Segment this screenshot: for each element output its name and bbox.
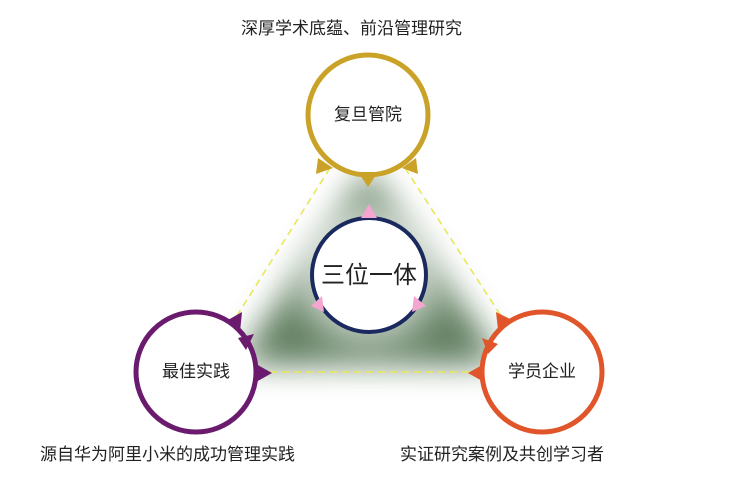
- arrow-right-up: [496, 312, 512, 330]
- inner-arrow-right: [412, 296, 426, 312]
- arrow-top-right: [402, 158, 418, 174]
- node-center: [310, 204, 428, 334]
- label-best-practice: 最佳实践: [162, 362, 230, 382]
- node-fudan: [305, 52, 431, 187]
- arrow-left-right: [256, 364, 272, 382]
- inner-arrow-left: [311, 296, 324, 312]
- caption-top: 深厚学术底蕴、前沿管理研究: [241, 19, 462, 39]
- dashed-edges: [232, 167, 506, 373]
- edge-top-right: [404, 167, 506, 323]
- inner-arrow-top: [361, 204, 377, 218]
- label-student-enterprise: 学员企业: [508, 362, 576, 382]
- arrow-left-mid: [238, 334, 254, 350]
- arrow-right-left: [468, 364, 484, 382]
- node-student-enterprise: [468, 309, 605, 435]
- caption-bottom-right: 实证研究案例及共创学习者: [400, 445, 604, 465]
- arrow-left-up: [228, 312, 242, 332]
- arrow-right-mid: [482, 338, 498, 354]
- label-fudan: 复旦管院: [334, 105, 402, 125]
- caption-bottom-left: 源自华为阿里小米的成功管理实践: [40, 445, 295, 465]
- arrow-top-down: [358, 172, 378, 187]
- node-best-practice: [133, 309, 272, 435]
- arrow-top-left: [316, 158, 333, 174]
- label-center: 三位一体: [321, 261, 417, 289]
- edge-top-left: [232, 167, 331, 323]
